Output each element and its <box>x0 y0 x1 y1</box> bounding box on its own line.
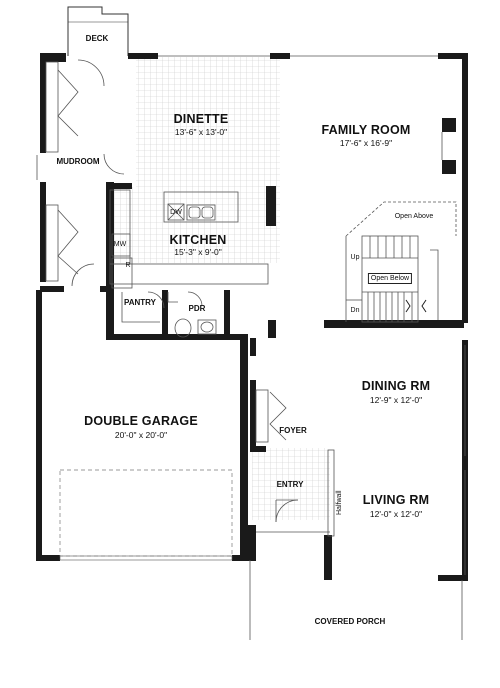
tiled-floor <box>106 57 330 520</box>
thin-lines <box>36 55 466 640</box>
dining-rm-dims: 12'-9" x 12'-0" <box>369 395 423 405</box>
kitchen-label: KITCHEN <box>169 233 227 247</box>
stair-up-label: Up <box>350 254 360 261</box>
stair-arrows <box>405 299 427 313</box>
covered-porch-label: COVERED PORCH <box>314 617 386 626</box>
microwave-label: MW <box>113 241 127 248</box>
pdr-label: PDR <box>188 304 206 313</box>
family-room-label: FAMILY ROOM <box>321 123 411 137</box>
dinette-label: DINETTE <box>173 112 229 126</box>
dining-rm-label: DINING RM <box>361 379 431 393</box>
open-above-label: Open Above <box>394 213 434 220</box>
deck-label: DECK <box>85 34 109 43</box>
dishwasher-label: DW <box>170 209 182 216</box>
garage-door <box>59 469 233 561</box>
double-garage-dims: 20'-0" x 20'-0" <box>114 430 168 440</box>
open-below-label: Open Below <box>367 273 413 284</box>
refrigerator-label: R <box>125 262 131 269</box>
kitchen-dims: 15'-3" x 9'-0" <box>174 247 222 257</box>
double-garage-label: DOUBLE GARAGE <box>84 414 198 428</box>
mudroom-label: MUDROOM <box>56 157 100 166</box>
family-room-dims: 17'-6" x 16'-9" <box>339 138 393 148</box>
living-rm-dims: 12'-0" x 12'-0" <box>369 509 423 519</box>
living-rm-label: LIVING RM <box>362 493 430 507</box>
stair-down-label: Dn <box>350 307 360 314</box>
foyer-label: FOYER <box>279 426 307 435</box>
deck-outline <box>67 6 129 56</box>
halfwall-label: Halfwall <box>336 490 343 515</box>
pantry-label: PANTRY <box>124 298 156 307</box>
entry-label: ENTRY <box>276 480 304 489</box>
dinette-dims: 13'-6" x 13'-0" <box>174 127 228 137</box>
